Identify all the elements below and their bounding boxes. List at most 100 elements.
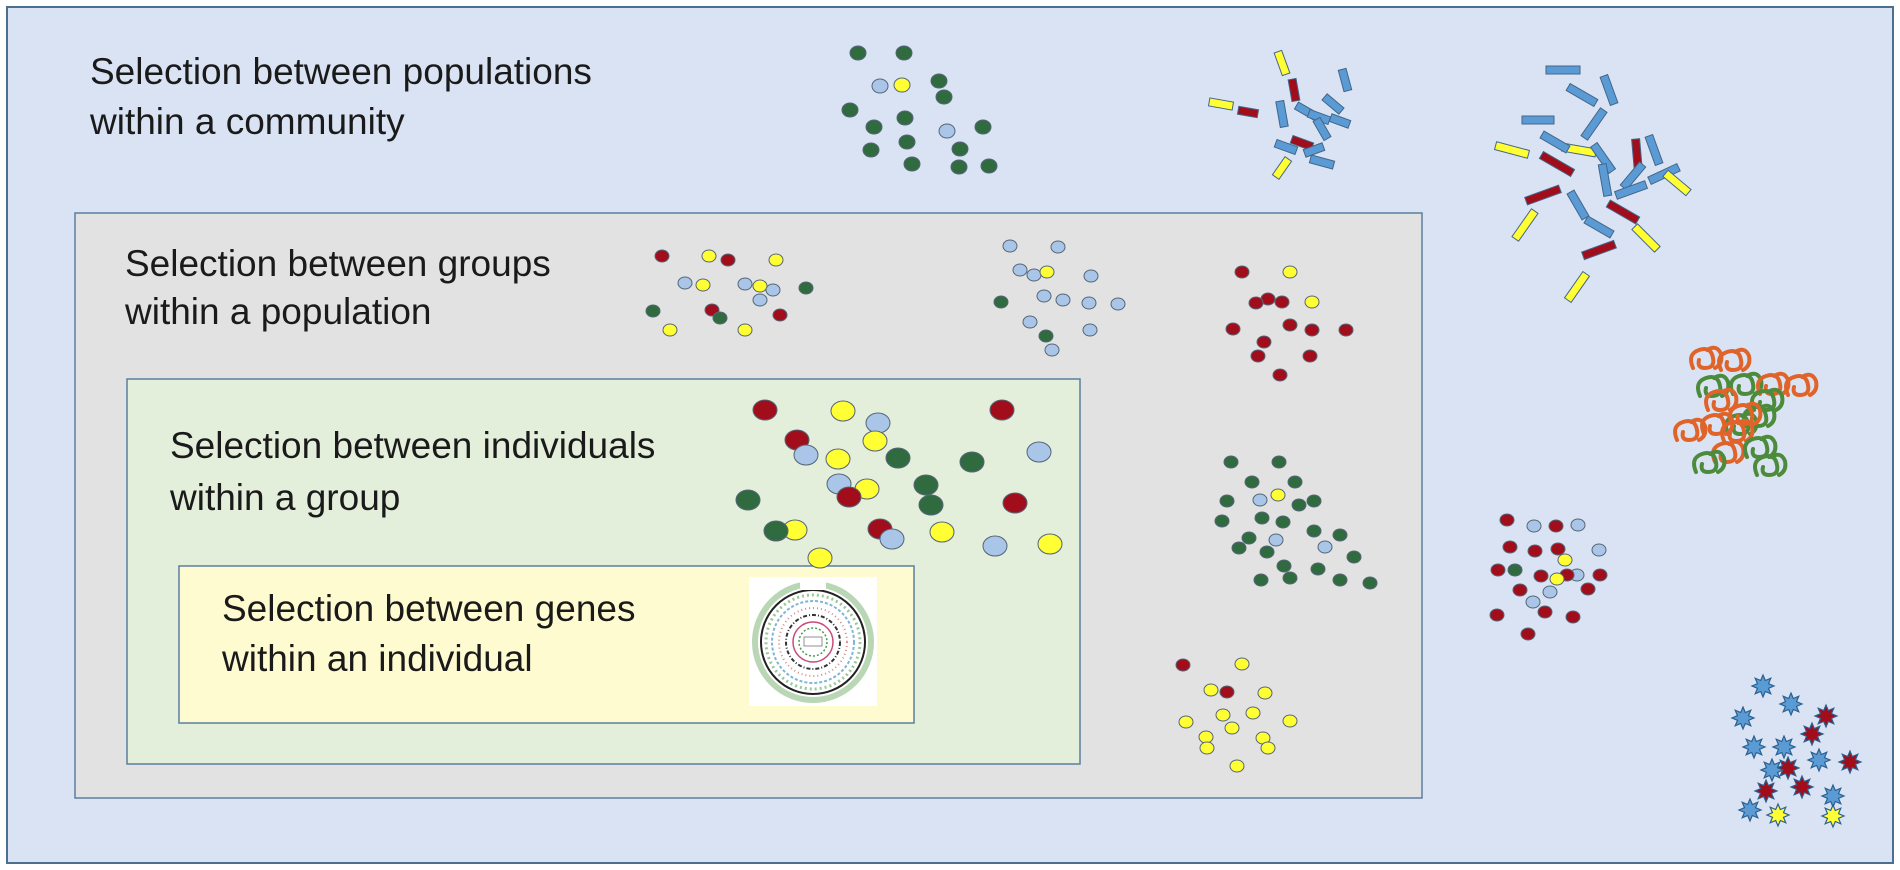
organism-dot — [865, 412, 891, 434]
organism-dot — [896, 110, 914, 126]
organism-dot — [1270, 488, 1286, 502]
cluster-population-b — [993, 239, 1126, 357]
rod-organism — [1662, 169, 1692, 197]
organism-dot — [1502, 540, 1518, 554]
organism-dot — [1257, 686, 1273, 700]
organism-dot — [1253, 573, 1269, 587]
organism-dot — [836, 486, 862, 508]
organism-dot — [1338, 323, 1354, 337]
organism-dot — [1306, 524, 1322, 538]
organism-dot — [1542, 585, 1558, 599]
rod-organism — [1287, 77, 1301, 103]
organism-dot — [1557, 553, 1573, 567]
organism-clusters — [645, 45, 1863, 829]
community-label-line1: Selection between populations — [90, 51, 592, 92]
organism-dot — [1248, 296, 1264, 310]
organism-dot — [737, 323, 753, 337]
organism-dot — [980, 158, 998, 174]
cluster-population-d — [1214, 455, 1378, 590]
organism-dot — [1272, 368, 1288, 382]
rod-organism — [1308, 154, 1336, 170]
spiky-organism — [1765, 802, 1791, 828]
organism-dot — [1332, 573, 1348, 587]
organism-dot — [752, 399, 778, 421]
organism-dot — [752, 279, 768, 293]
organism-dot — [1215, 708, 1231, 722]
organism-dot — [830, 400, 856, 422]
organism-dot — [1055, 293, 1071, 307]
organism-dot — [1231, 541, 1247, 555]
organism-dot — [1499, 513, 1515, 527]
organism-dot — [1490, 563, 1506, 577]
organism-dot — [1282, 318, 1298, 332]
organism-dot — [865, 119, 883, 135]
organism-dot — [1082, 323, 1098, 337]
organism-dot — [959, 451, 985, 473]
organism-dot — [1310, 562, 1326, 576]
group-label-line1: Selection between individuals — [170, 425, 655, 466]
organism-dot — [645, 304, 661, 318]
organism-dot — [1346, 550, 1362, 564]
spiky-organism — [1820, 803, 1846, 829]
organism-dot — [1291, 498, 1307, 512]
organism-dot — [1198, 730, 1214, 744]
organism-dot — [1178, 715, 1194, 729]
rod-organism — [1581, 239, 1617, 261]
organism-dot — [1223, 455, 1239, 469]
organism-dot — [1002, 239, 1018, 253]
group-label: Selection between individuals within a g… — [169, 425, 666, 518]
organism-dot — [735, 489, 761, 511]
population-label-line2: within a population — [124, 291, 432, 332]
organism-dot — [695, 278, 711, 292]
organism-dot — [1256, 335, 1272, 349]
organism-dot — [1252, 493, 1268, 507]
rod-organism — [1302, 142, 1326, 158]
organism-dot — [871, 78, 889, 94]
rod-organism — [1337, 67, 1353, 93]
organism-dot — [1570, 518, 1586, 532]
rod-organism — [1565, 82, 1599, 108]
spiky-organism — [1813, 703, 1839, 729]
organism-dot — [798, 281, 814, 295]
rod-organism — [1605, 199, 1641, 225]
organism-dot — [1234, 657, 1250, 671]
organism-dot — [654, 249, 670, 263]
spiky-organism — [1837, 749, 1863, 775]
organism-dot — [1050, 240, 1066, 254]
cluster-population-e — [1175, 657, 1298, 773]
spiky-organism — [1730, 705, 1756, 731]
rod-organism — [1524, 184, 1562, 206]
rod-organism — [1271, 155, 1293, 181]
cluster-green-community — [841, 45, 998, 175]
organism-dot — [1110, 297, 1126, 311]
rod-organism — [1312, 116, 1332, 142]
organism-dot — [903, 156, 921, 172]
organism-dot — [1525, 595, 1541, 609]
organism-dot — [768, 253, 784, 267]
rod-organism — [1273, 49, 1291, 77]
organism-dot — [1526, 519, 1542, 533]
organism-dot — [1533, 569, 1549, 583]
rod-organism — [1511, 208, 1539, 242]
organism-dot — [1527, 544, 1543, 558]
spiky-organism — [1806, 747, 1832, 773]
rod-organism — [1545, 65, 1581, 75]
organism-dot — [1537, 605, 1553, 619]
rod-organism — [1273, 138, 1299, 156]
community-label-line2: within a community — [89, 101, 405, 142]
organism-dot — [950, 159, 968, 175]
organism-dot — [1275, 515, 1291, 529]
organism-dot — [1306, 494, 1322, 508]
organism-dot — [1362, 576, 1378, 590]
cluster-spiky — [1730, 673, 1863, 829]
organism-dot — [1565, 610, 1581, 624]
organism-dot — [1332, 528, 1348, 542]
organism-dot — [662, 323, 678, 337]
organism-dot — [1549, 572, 1565, 586]
rod-organism — [1599, 73, 1619, 107]
organism-dot — [893, 77, 911, 93]
circular-genome-map-icon — [749, 577, 877, 706]
rod-organism — [1521, 115, 1555, 125]
organism-dot — [895, 45, 913, 61]
organism-dot — [913, 474, 939, 496]
